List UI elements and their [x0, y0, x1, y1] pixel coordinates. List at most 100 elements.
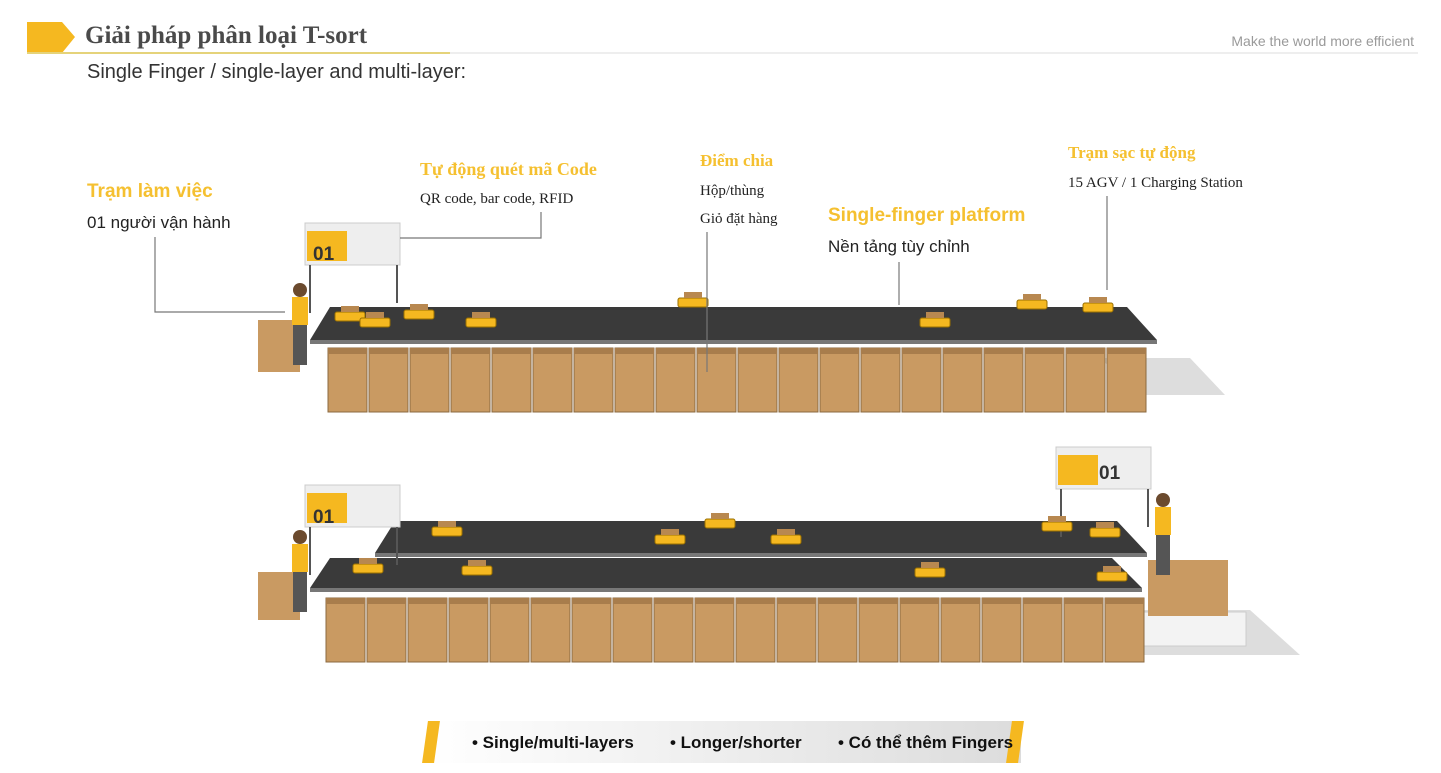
agv-robot: [1096, 571, 1128, 582]
parcel: [684, 292, 702, 298]
features-bar: • Single/multi-layers • Longer/shorter •…: [422, 721, 1024, 763]
operator-body: [292, 544, 308, 572]
drop-box-flap: [1105, 598, 1144, 604]
agv-robot: [770, 534, 802, 545]
drop-box: [983, 347, 1024, 413]
workstation-detail: 01 người vận hành: [87, 213, 231, 232]
charging-label: Trạm sạc tự động: [1068, 143, 1196, 162]
drop-box: [819, 347, 860, 413]
drop-box: [1022, 597, 1063, 663]
agv-robot: [654, 534, 686, 545]
drop-box-flap: [900, 598, 939, 604]
workstation-sign: [307, 493, 347, 523]
drop-box-flap: [738, 348, 777, 354]
drop-box-flap: [1066, 348, 1105, 354]
parcel: [1103, 566, 1121, 572]
drop-box-flap: [779, 348, 818, 354]
drop-box: [901, 347, 942, 413]
scan-detail: QR code, bar code, RFID: [420, 191, 574, 207]
drop-box-flap: [615, 348, 654, 354]
parcel: [1089, 297, 1107, 303]
agv-robot: [1041, 521, 1073, 532]
drop-box: [942, 347, 983, 413]
drop-box: [612, 597, 653, 663]
agv-robot: [465, 317, 497, 328]
drop-box: [655, 347, 696, 413]
operator-body: [292, 297, 308, 325]
single-layer-conveyor: [258, 222, 1225, 413]
drop-box-flap: [369, 348, 408, 354]
agv-robot: [1089, 527, 1121, 538]
drop-box-flap: [1023, 598, 1062, 604]
drop-box-flap: [328, 348, 367, 354]
agv-robot: [1016, 299, 1048, 310]
drop-box-flap: [902, 348, 941, 354]
drop-box-flap: [1064, 598, 1103, 604]
drop-box: [573, 347, 614, 413]
workstation-sign: [307, 231, 347, 261]
drop-box: [817, 597, 858, 663]
agv-robot: [461, 565, 493, 576]
drop-box-flap: [777, 598, 816, 604]
parcel: [1048, 516, 1066, 522]
drop-box: [735, 597, 776, 663]
operator-head: [1156, 493, 1170, 507]
drop-box: [653, 597, 694, 663]
parcel: [438, 521, 456, 527]
features-bar-left-accent: [422, 721, 440, 763]
drop-box: [491, 347, 532, 413]
parcel: [1096, 522, 1114, 528]
station-sign-1: 01: [313, 244, 335, 265]
drop-box: [694, 597, 735, 663]
agv-robot: [704, 518, 736, 529]
drop-box-flap: [861, 348, 900, 354]
drop-box-flap: [572, 598, 611, 604]
charging-detail: 15 AGV / 1 Charging Station: [1068, 175, 1243, 191]
drop-box-flap: [820, 348, 859, 354]
workstation-sign: [1058, 455, 1098, 485]
feature-item: • Longer/shorter: [670, 733, 802, 752]
drop-box-flap: [982, 598, 1021, 604]
agv-robot: [1082, 302, 1114, 313]
agv-robot: [359, 317, 391, 328]
slogan: Make the world more efficient: [1231, 33, 1414, 49]
drop-box: [899, 597, 940, 663]
drop-box-flap: [1025, 348, 1064, 354]
drop-box-flap: [326, 598, 365, 604]
operator-legs: [1156, 535, 1170, 575]
drop-box: [407, 597, 448, 663]
drop-point-detail-1: Hộp/thùng: [700, 183, 765, 199]
parcel: [472, 312, 490, 318]
drop-box-flap: [656, 348, 695, 354]
drop-box: [409, 347, 450, 413]
drop-box: [614, 347, 655, 413]
drop-box: [530, 597, 571, 663]
drop-box-flap: [613, 598, 652, 604]
conveyor-frame: [310, 340, 1157, 344]
operator-body: [1155, 507, 1171, 535]
operator-legs: [293, 572, 307, 612]
parcel: [1023, 294, 1041, 300]
drop-box-flap: [695, 598, 734, 604]
drop-box: [532, 347, 573, 413]
drop-box: [489, 597, 530, 663]
drop-box: [981, 597, 1022, 663]
parcel: [359, 558, 377, 564]
annotation-lines: [154, 196, 1108, 372]
parcel: [410, 304, 428, 310]
feature-item: • Single/multi-layers: [472, 733, 634, 752]
drop-box-flap: [697, 348, 736, 354]
drop-point-label: Điểm chia: [700, 151, 774, 170]
drop-box: [858, 597, 899, 663]
drop-box-flap: [367, 598, 406, 604]
workstation-label: Trạm làm việc: [87, 181, 213, 202]
parcel: [341, 306, 359, 312]
drop-box-flap: [451, 348, 490, 354]
page-subtitle: Single Finger / single-layer and multi-l…: [87, 61, 467, 83]
drop-box: [448, 597, 489, 663]
agv-robot: [403, 309, 435, 320]
drop-box: [366, 597, 407, 663]
operator-head: [293, 530, 307, 544]
drop-box-flap: [533, 348, 572, 354]
